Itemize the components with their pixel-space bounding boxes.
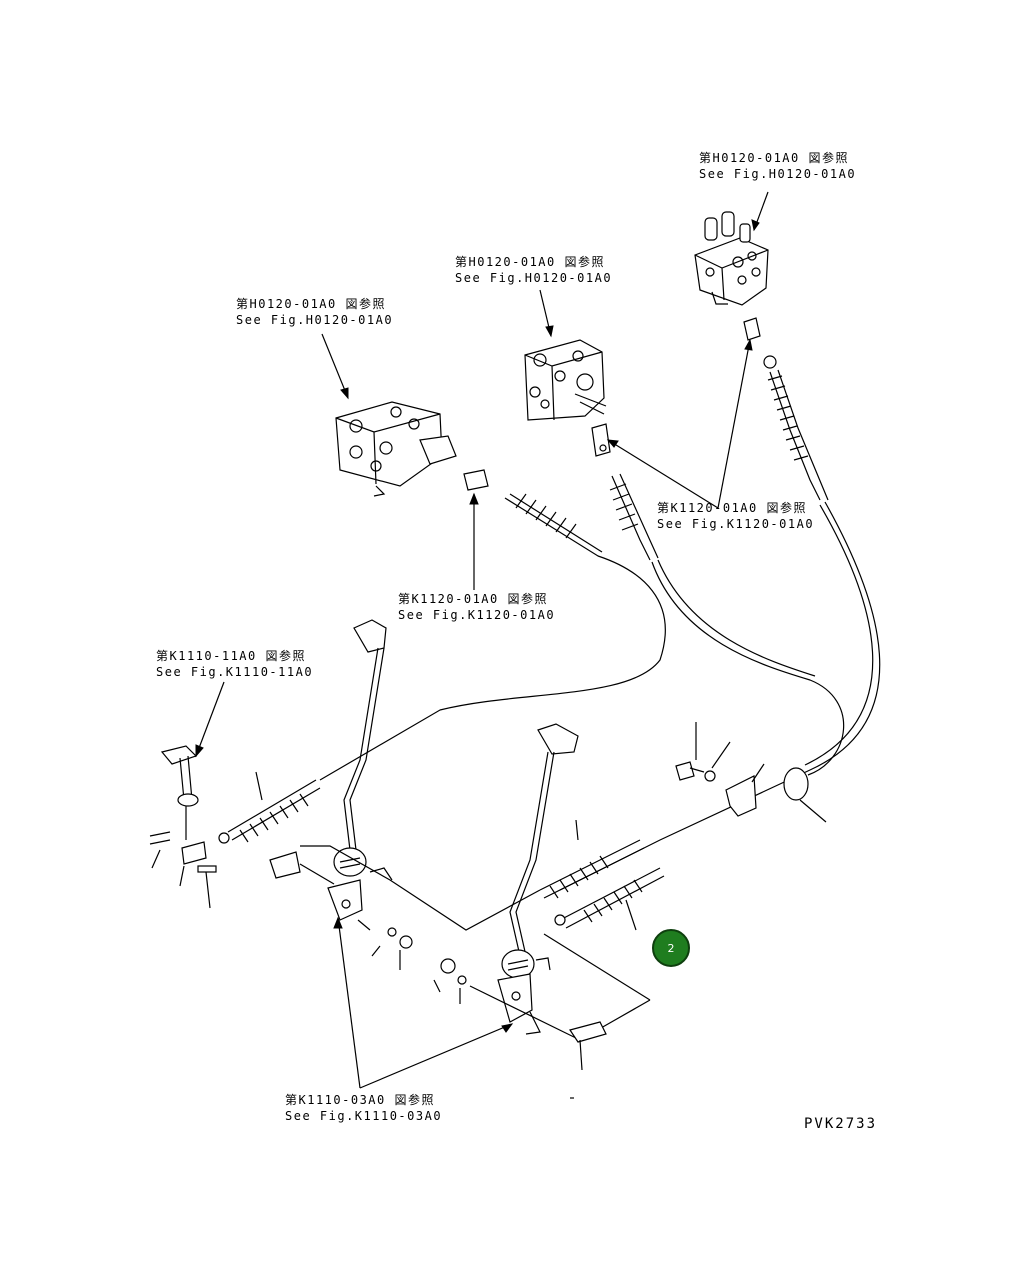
ref-label-en: See Fig.H0120-01A0 — [455, 271, 613, 285]
mounting-bracket-right[interactable] — [675, 722, 827, 823]
leader-valve-left — [321, 333, 349, 399]
ref-label-valve-left[interactable]: 第H0120-01A0 図参照 See Fig.H0120-01A0 — [236, 296, 393, 328]
ref-label-ja: 第H0120-01A0 図参照 — [699, 151, 849, 165]
control-cable-c[interactable] — [319, 493, 666, 781]
leader-cable-right-2 — [607, 439, 719, 509]
ref-label-ja: 第K1110-11A0 図参照 — [156, 649, 306, 663]
leader-cable-right-1 — [717, 339, 751, 509]
cable-end-right[interactable] — [539, 839, 665, 929]
control-lever-right[interactable] — [497, 723, 579, 1035]
lever-bracket-left[interactable] — [149, 745, 217, 873]
leader-lever-bottom-1 — [337, 917, 361, 1089]
clevis-bottom[interactable] — [569, 1021, 607, 1071]
leader-lever-bottom-2 — [359, 1023, 513, 1089]
ref-label-ja: 第K1110-03A0 図参照 — [285, 1093, 435, 1107]
callout-number: 2 — [667, 941, 675, 955]
cable-end-left[interactable] — [218, 779, 321, 844]
figure-code: PVK2733 — [804, 1116, 878, 1132]
ref-label-cable-right[interactable]: 第K1120-01A0 図参照 See Fig.K1120-01A0 — [657, 500, 814, 532]
ref-label-valve-top-right[interactable]: 第H0120-01A0 図参照 See Fig.H0120-01A0 — [699, 150, 856, 182]
ref-label-ja: 第H0120-01A0 図参照 — [236, 297, 386, 311]
ref-label-lever-top-left[interactable]: 第K1110-11A0 図参照 See Fig.K1110-11A0 — [156, 648, 313, 680]
control-valve-middle[interactable] — [524, 339, 611, 457]
control-valve-left[interactable] — [335, 401, 489, 497]
ref-label-en: See Fig.K1110-11A0 — [156, 665, 314, 679]
leader-lever-top-left — [195, 681, 225, 757]
ref-label-valve-middle[interactable]: 第H0120-01A0 図参照 See Fig.H0120-01A0 — [455, 254, 612, 286]
ref-label-en: See Fig.H0120-01A0 — [236, 313, 394, 327]
ref-label-en: See Fig.H0120-01A0 — [699, 167, 857, 181]
ref-label-en: See Fig.K1110-03A0 — [285, 1109, 443, 1123]
ref-label-en: See Fig.K1120-01A0 — [398, 608, 556, 622]
ref-label-ja: 第K1120-01A0 図参照 — [657, 501, 807, 515]
ref-label-ja: 第H0120-01A0 図参照 — [455, 255, 605, 269]
ref-label-ja: 第K1120-01A0 図参照 — [398, 592, 548, 606]
ref-label-lever-bottom[interactable]: 第K1110-03A0 図参照 See Fig.K1110-03A0 — [285, 1092, 442, 1124]
control-cable-b[interactable] — [609, 473, 845, 776]
ref-label-cable-left[interactable]: 第K1120-01A0 図参照 See Fig.K1120-01A0 — [398, 591, 555, 623]
callout-badge[interactable]: 2 — [652, 929, 690, 967]
control-cable-a[interactable] — [559, 355, 881, 891]
ref-label-en: See Fig.K1120-01A0 — [657, 517, 815, 531]
control-valve-top-right[interactable] — [694, 211, 769, 341]
